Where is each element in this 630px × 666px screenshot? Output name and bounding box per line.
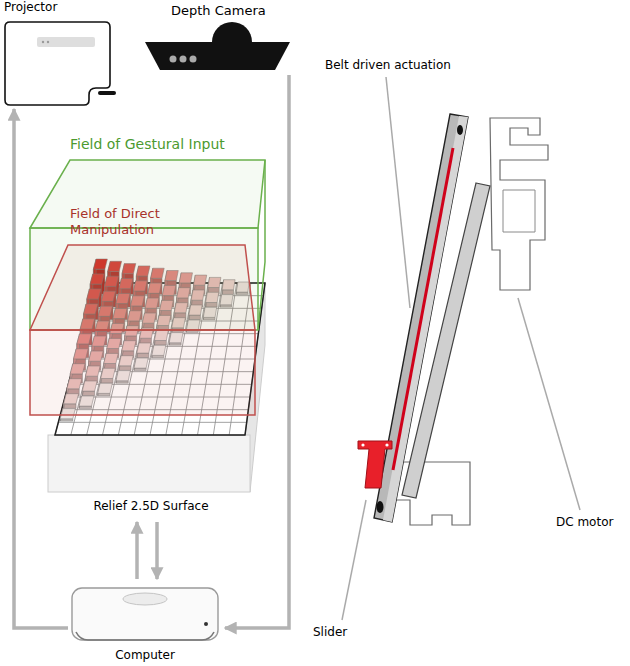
field-edge (30, 245, 255, 330)
field-edge (30, 228, 258, 330)
rail-hole (457, 125, 463, 135)
camera-dome (212, 22, 252, 42)
projector-body (5, 22, 110, 105)
part-label: DC motor (556, 515, 613, 530)
camera-body (145, 42, 290, 70)
field-edge (30, 330, 255, 415)
computer-edge (76, 632, 214, 640)
leader-line (386, 77, 410, 308)
leader-line (342, 500, 366, 620)
node-label: Relief 2.5D Surface (93, 499, 208, 514)
flow-arrow (135, 522, 139, 579)
part-label: Slider (313, 625, 347, 640)
flow-arrow (155, 522, 159, 579)
slider (358, 441, 392, 488)
motor-detail (503, 190, 535, 232)
projector-lens (98, 91, 116, 95)
dc-motor (490, 118, 548, 290)
node-label: Field of Direct Manipulation (70, 206, 182, 239)
actuator-illustration (358, 114, 548, 525)
slider-hole (385, 443, 388, 446)
field-outline-group (30, 245, 255, 415)
manipulation-field: Field of Direct Manipulation (28, 204, 258, 418)
camera-node: Depth Camera (143, 0, 293, 72)
field-outline-group (30, 160, 265, 330)
guide-plate (402, 183, 490, 498)
part-label: Belt driven actuation (325, 58, 451, 73)
field-edge (258, 160, 265, 330)
computer-body (72, 588, 218, 640)
camera-lens (190, 56, 197, 63)
slider-hole (361, 443, 364, 446)
projector-icon (5, 22, 116, 105)
leader-lines (342, 77, 580, 620)
camera-lens (180, 56, 187, 63)
grid-line (58, 422, 246, 423)
projector-node: Projector (3, 0, 115, 107)
relief-surface: Relief 2.5D Surface (40, 280, 262, 516)
camera-icon (145, 22, 290, 70)
computer-button (123, 593, 167, 605)
camera-lens (170, 56, 177, 63)
projector-dot (47, 41, 49, 43)
rail-hole (377, 501, 384, 513)
projector-dot (42, 41, 44, 43)
computer-node: Computer (68, 585, 222, 666)
node-label: Computer (115, 648, 175, 663)
pin-side (60, 419, 73, 421)
node-label: Field of Gestural Input (70, 136, 225, 154)
node-label: Depth Camera (171, 3, 266, 19)
leader-line (518, 298, 580, 510)
projector-bar (37, 37, 95, 47)
computer-led (204, 622, 208, 626)
computer-icon (72, 588, 218, 640)
base-front (48, 435, 250, 492)
node-label: Projector (4, 0, 57, 15)
